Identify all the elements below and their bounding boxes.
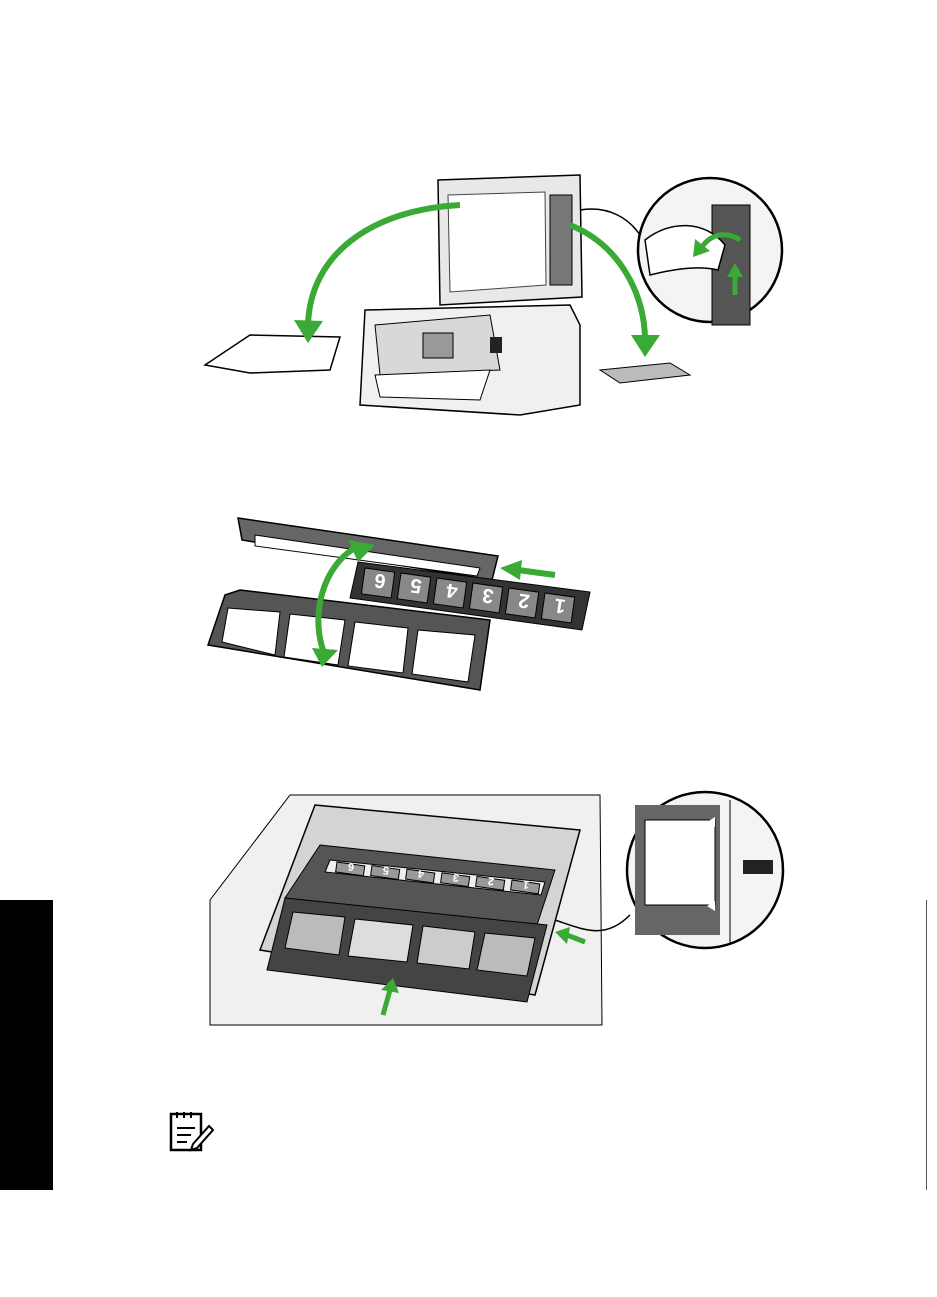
zoom-callout-line: [580, 209, 640, 235]
page-edge-line: [926, 900, 927, 1190]
hand: [645, 226, 725, 275]
frame-window-3: [348, 622, 408, 673]
lid-backing: [205, 335, 340, 373]
note-icon: [165, 1108, 215, 1158]
placed-window-4: [477, 933, 535, 976]
arrow-insert-film: [518, 570, 555, 575]
arrow-remove-holder-head: [631, 335, 660, 357]
lid-glass: [448, 192, 546, 292]
lid-film-slot: [550, 195, 572, 285]
display-screen: [423, 333, 453, 358]
arrow-insert-film-head: [500, 560, 522, 580]
placed-window-2: [348, 919, 413, 962]
output-tray: [375, 370, 490, 400]
frame-window-4: [412, 630, 475, 682]
section-tab-marker: [0, 900, 53, 1190]
printer-lid-open-illustration: [190, 165, 790, 425]
placed-window-3: [417, 926, 475, 969]
brand-badge: [490, 337, 502, 353]
frame-window-2: [284, 614, 345, 665]
film-strip-symbol: [743, 860, 773, 874]
film-holder: [600, 363, 690, 383]
placed-window-1: [285, 912, 345, 955]
zoom-holder-window: [645, 820, 715, 905]
arrow-remove-backing: [308, 205, 460, 325]
